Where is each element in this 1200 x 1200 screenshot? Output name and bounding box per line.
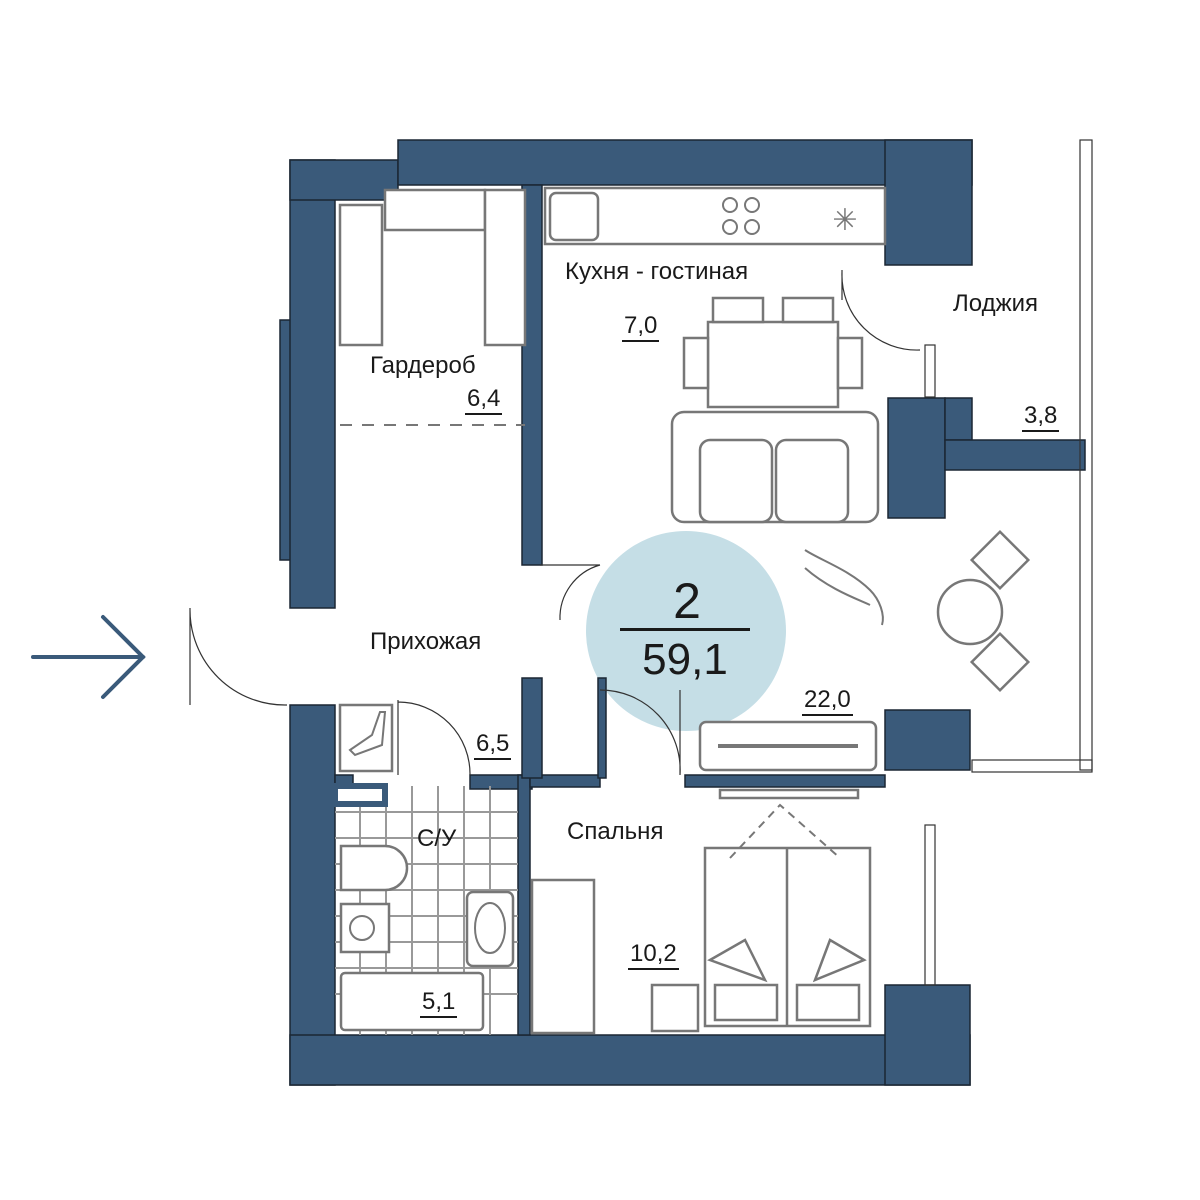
hallway-furniture: [338, 703, 394, 773]
room-area-loggia: 3,8: [1022, 402, 1060, 432]
rooms-count: 2: [673, 573, 701, 629]
bedroom-furniture: [530, 788, 872, 1035]
walls: [279, 139, 1086, 1086]
room-label-loggia: Лоджия: [953, 290, 1039, 317]
room-label-bathroom: С/У: [417, 825, 457, 852]
kitchen-furniture: ✳: [543, 186, 1031, 772]
svg-text:✳: ✳: [832, 204, 857, 237]
room-area-bathroom: 5,1: [420, 988, 458, 1018]
wardrobe-furniture: [338, 188, 527, 426]
room-area-wardrobe: 6,4: [465, 385, 503, 415]
doors: [189, 270, 921, 776]
room-label-kitchen-living: Кухня - гостиная: [565, 258, 749, 285]
apartment-badge-circle: [586, 531, 786, 731]
room-area-kitchen: 7,0: [622, 312, 660, 342]
room-area-hallway: 6,5: [474, 730, 512, 760]
room-area-bedroom: 10,2: [628, 940, 679, 970]
room-label-bedroom: Спальня: [567, 818, 664, 845]
room-area-living: 22,0: [802, 686, 853, 716]
entrance-arrow-icon: [31, 615, 146, 699]
room-label-wardrobe: Гардероб: [370, 352, 476, 379]
bathroom-furniture: [332, 783, 518, 1035]
windows: [924, 139, 1093, 986]
total-area: 59,1: [620, 628, 750, 685]
room-label-hallway: Прихожая: [370, 628, 482, 655]
